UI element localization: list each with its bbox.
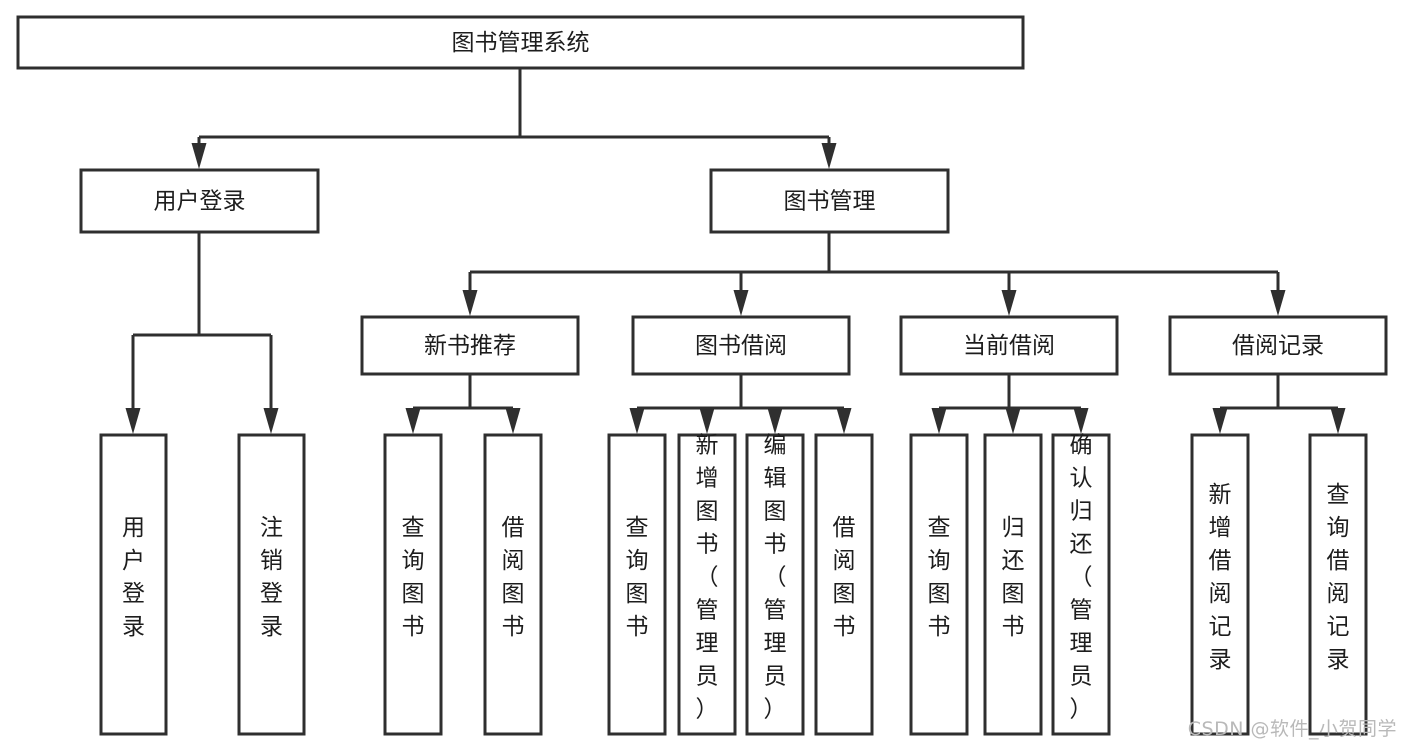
node-box[interactable] xyxy=(983,433,1043,736)
node-leaf-query-book-2[interactable]: 查询图书 xyxy=(607,433,667,736)
node-label: 用户登录 xyxy=(122,515,145,640)
connector-conn-borrow-record xyxy=(1212,374,1346,434)
node-leaf-query-book-1[interactable]: 查询图书 xyxy=(383,433,443,736)
arrow-head-icon xyxy=(1330,408,1346,434)
arrow-head-icon xyxy=(1001,290,1017,316)
node-box[interactable] xyxy=(1168,315,1388,376)
node-label: 图书管理 xyxy=(784,189,876,215)
node-leaf-add-book-admin[interactable]: 新增图书（管理员） xyxy=(677,433,737,736)
node-book-borrow[interactable]: 图书借阅 xyxy=(631,315,851,376)
node-box[interactable] xyxy=(99,433,168,736)
arrow-head-icon xyxy=(1005,408,1021,434)
node-box[interactable] xyxy=(16,15,1025,70)
node-box[interactable] xyxy=(1308,433,1368,736)
node-current-borrow[interactable]: 当前借阅 xyxy=(899,315,1119,376)
node-box[interactable] xyxy=(1051,433,1111,736)
node-leaf-borrow-book-1[interactable]: 借阅图书 xyxy=(483,433,543,736)
node-label: 新增借阅记录 xyxy=(1209,482,1232,673)
connector-layer xyxy=(125,68,1346,434)
arrow-head-icon xyxy=(699,408,715,434)
node-label: 归还图书 xyxy=(1002,515,1025,640)
arrow-head-icon xyxy=(505,408,521,434)
node-label: 查询图书 xyxy=(626,515,649,640)
arrow-head-icon xyxy=(191,143,207,169)
arrow-head-icon xyxy=(263,408,279,434)
node-leaf-edit-book-admin[interactable]: 编辑图书（管理员） xyxy=(745,433,805,736)
node-borrow-record[interactable]: 借阅记录 xyxy=(1168,315,1388,376)
node-label: 编辑图书（管理员） xyxy=(764,433,787,723)
node-label: 注销登录 xyxy=(260,515,283,640)
connector-conn-current-borrow xyxy=(931,374,1089,434)
node-leaf-borrow-book-2[interactable]: 借阅图书 xyxy=(814,433,874,736)
node-label: 借阅图书 xyxy=(502,515,525,640)
arrow-head-icon xyxy=(733,290,749,316)
node-new-book-recommend[interactable]: 新书推荐 xyxy=(360,315,580,376)
connector-conn-user-login xyxy=(125,232,279,434)
arrow-head-icon xyxy=(836,408,852,434)
node-leaf-return-book[interactable]: 归还图书 xyxy=(983,433,1043,736)
node-label: 确认归还（管理员） xyxy=(1070,433,1093,723)
arrow-head-icon xyxy=(405,408,421,434)
node-root-system[interactable]: 图书管理系统 xyxy=(16,15,1025,70)
arrow-head-icon xyxy=(629,408,645,434)
node-box[interactable] xyxy=(383,433,443,736)
node-box[interactable] xyxy=(899,315,1119,376)
node-label: 查询图书 xyxy=(928,515,951,640)
arrow-head-icon xyxy=(1270,290,1286,316)
node-label: 用户登录 xyxy=(154,189,246,215)
connector-conn-book-manage xyxy=(462,232,1286,316)
node-box[interactable] xyxy=(237,433,306,736)
arrow-head-icon xyxy=(125,408,141,434)
node-label: 新增图书（管理员） xyxy=(696,433,719,723)
node-label: 当前借阅 xyxy=(963,333,1055,359)
node-box[interactable] xyxy=(360,315,580,376)
node-box[interactable] xyxy=(709,168,950,234)
node-leaf-user-login[interactable]: 用户登录 xyxy=(99,433,168,736)
node-box[interactable] xyxy=(79,168,320,234)
node-label: 查询图书 xyxy=(402,515,425,640)
node-box[interactable] xyxy=(483,433,543,736)
arrow-head-icon xyxy=(767,408,783,434)
node-box[interactable] xyxy=(1190,433,1250,736)
arrow-head-icon xyxy=(931,408,947,434)
node-label: 新书推荐 xyxy=(424,333,516,359)
node-box[interactable] xyxy=(631,315,851,376)
node-label: 图书借阅 xyxy=(695,333,787,359)
node-book-manage[interactable]: 图书管理 xyxy=(709,168,950,234)
connector-conn-root xyxy=(191,68,837,169)
node-leaf-logout[interactable]: 注销登录 xyxy=(237,433,306,736)
arrow-head-icon xyxy=(462,290,478,316)
node-label: 查询借阅记录 xyxy=(1327,482,1350,673)
node-box[interactable] xyxy=(814,433,874,736)
node-box[interactable] xyxy=(677,433,737,736)
connector-conn-new-book-recommend xyxy=(405,374,521,434)
node-leaf-add-borrow-record[interactable]: 新增借阅记录 xyxy=(1190,433,1250,736)
arrow-head-icon xyxy=(821,143,837,169)
node-label: 借阅记录 xyxy=(1232,333,1324,359)
node-box[interactable] xyxy=(745,433,805,736)
node-leaf-confirm-return-admin[interactable]: 确认归还（管理员） xyxy=(1051,433,1111,736)
node-layer: 图书管理系统用户登录图书管理新书推荐图书借阅当前借阅借阅记录用户登录注销登录查询… xyxy=(16,15,1388,736)
node-label: 图书管理系统 xyxy=(452,30,590,56)
connector-conn-book-borrow xyxy=(629,374,852,434)
node-label: 借阅图书 xyxy=(833,515,856,640)
csdn-watermark: CSDN @软件_小贺同学 xyxy=(1187,718,1397,740)
node-leaf-query-book-3[interactable]: 查询图书 xyxy=(909,433,969,736)
arrow-head-icon xyxy=(1073,408,1089,434)
node-leaf-query-borrow-record[interactable]: 查询借阅记录 xyxy=(1308,433,1368,736)
node-box[interactable] xyxy=(909,433,969,736)
arrow-head-icon xyxy=(1212,408,1228,434)
node-user-login[interactable]: 用户登录 xyxy=(79,168,320,234)
node-box[interactable] xyxy=(607,433,667,736)
